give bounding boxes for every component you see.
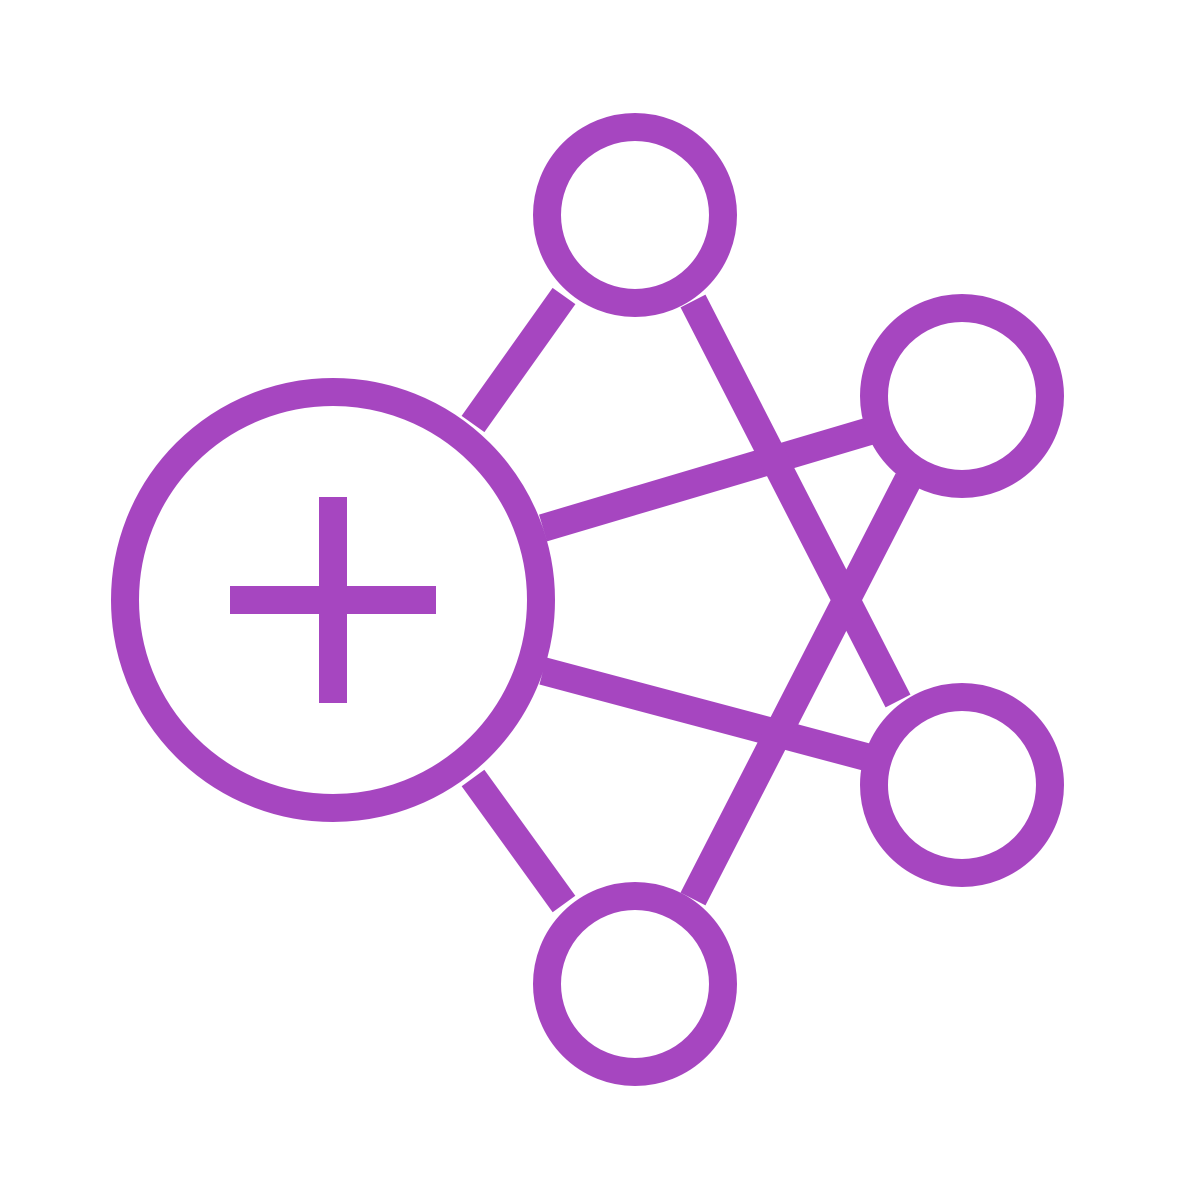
edge-hub-lower-right <box>539 657 874 772</box>
edge-top-lower-right <box>680 294 911 708</box>
edge-hub-top <box>461 287 576 433</box>
edge-hub-bottom <box>461 769 576 913</box>
edge-bottom-upper-right <box>680 473 921 906</box>
node-top <box>533 113 737 317</box>
edge-hub-upper-right <box>539 417 874 542</box>
connector-lines <box>461 287 921 913</box>
hub-node <box>111 378 555 822</box>
node-upper-right <box>860 294 1064 498</box>
plus-icon <box>230 497 436 703</box>
node-bottom <box>533 882 737 1086</box>
nodes <box>111 113 1064 1086</box>
node-lower-right <box>860 683 1064 887</box>
